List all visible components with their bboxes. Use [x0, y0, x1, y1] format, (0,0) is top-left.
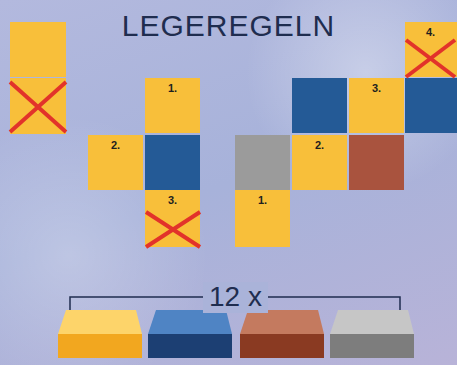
tile: 2. [88, 135, 143, 190]
count-label: 12 x [203, 282, 268, 313]
callout-number: 1. [168, 83, 177, 94]
callout-number: 4. [426, 27, 435, 38]
tile: 1. [235, 190, 290, 247]
callout-number: 3. [372, 83, 381, 94]
tile: 2. [292, 135, 347, 190]
tile: 4. [405, 22, 457, 77]
tile: 3. [349, 78, 404, 133]
tile: 1. [145, 78, 200, 133]
title: LEGEREGELN [0, 9, 457, 43]
callout-number: 2. [315, 140, 324, 151]
tile: 3. [145, 190, 200, 247]
callout-number: 1. [258, 195, 267, 206]
callout-number: 3. [168, 195, 177, 206]
callout-number: 2. [111, 140, 120, 151]
